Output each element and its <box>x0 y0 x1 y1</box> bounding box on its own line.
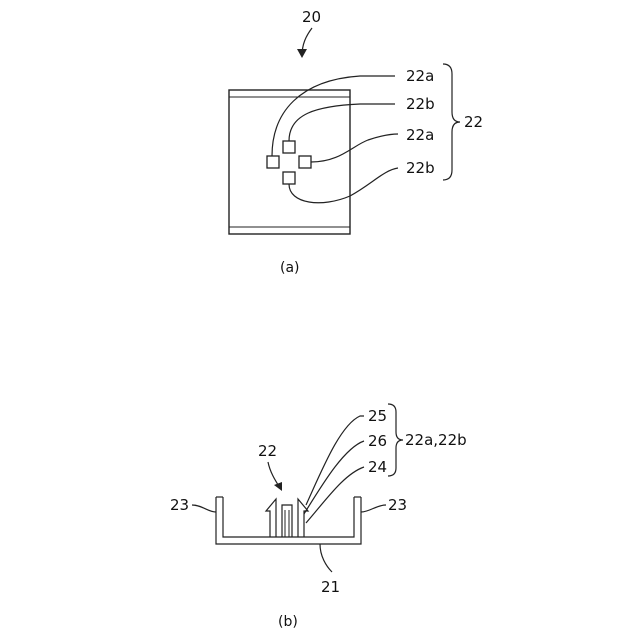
label-26: 26 <box>368 432 387 450</box>
label-22a-2: 22a <box>406 126 434 144</box>
leader-21 <box>320 544 332 572</box>
label-23-left: 23 <box>170 496 189 514</box>
leader-23-right <box>361 505 386 512</box>
claw-center <box>282 505 292 537</box>
figure-a: 20 22a 22b 22a 22b 22 (a) <box>229 8 483 276</box>
leader-23-left <box>192 505 216 512</box>
caption-a: (a) <box>280 260 300 276</box>
center-label-22: 22 <box>258 442 277 460</box>
leader-25 <box>306 416 364 505</box>
plate-outline <box>229 90 350 234</box>
leader-24 <box>306 467 364 523</box>
brace-22 <box>443 64 460 180</box>
label-25: 25 <box>368 407 387 425</box>
label-22a-1: 22a <box>406 67 434 85</box>
group-label-22: 22 <box>464 113 483 131</box>
ref-label-20: 20 <box>302 8 321 26</box>
brace-22a-22b <box>388 404 403 476</box>
label-21: 21 <box>321 578 340 596</box>
square-left <box>267 156 279 168</box>
group-label-22a-22b: 22a,22b <box>405 431 467 449</box>
arrowhead-22 <box>274 482 282 491</box>
figure-b: 22 25 26 24 22a,22b 23 23 21 (b) <box>170 404 467 630</box>
square-bottom <box>283 172 295 184</box>
ref-arrowhead-20 <box>297 49 307 58</box>
leader-26 <box>304 441 364 514</box>
claw-left <box>266 499 276 537</box>
square-top <box>283 141 295 153</box>
label-22b-1: 22b <box>406 95 435 113</box>
square-right <box>299 156 311 168</box>
label-23-right: 23 <box>388 496 407 514</box>
label-22b-2: 22b <box>406 159 435 177</box>
label-24: 24 <box>368 458 387 476</box>
caption-b: (b) <box>278 614 298 630</box>
